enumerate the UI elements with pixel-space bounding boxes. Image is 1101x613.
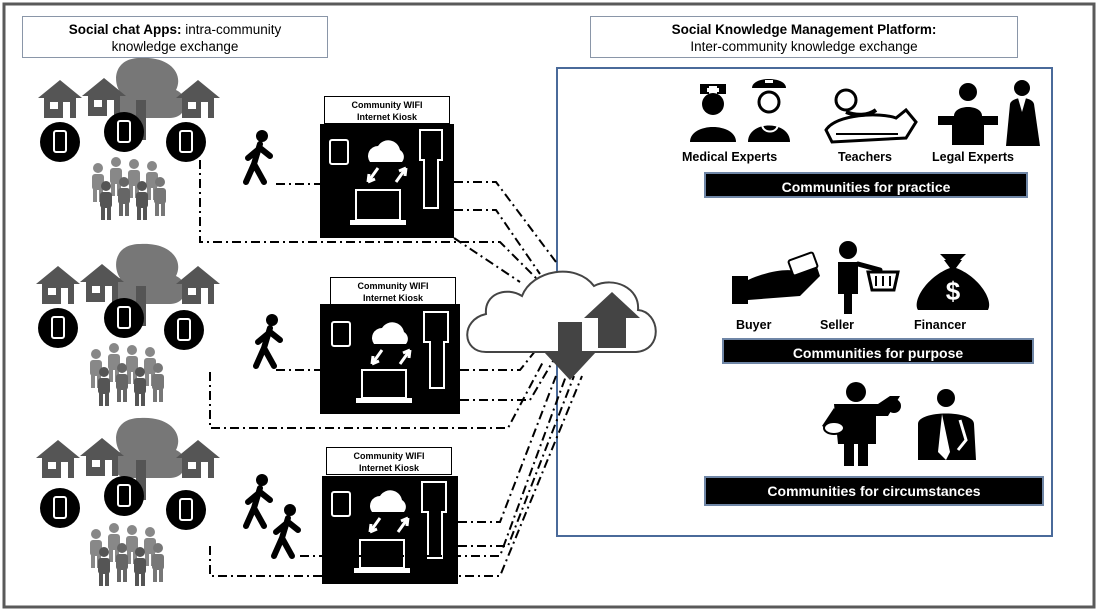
- phone-icon: [103, 297, 145, 339]
- phone-icon: [103, 475, 145, 517]
- walking-person-icon: [246, 474, 270, 526]
- tree-icon: [111, 417, 186, 500]
- cloud-icon: [368, 140, 404, 162]
- teacher-icon: [938, 83, 998, 145]
- left-header-line2: knowledge exchange: [111, 39, 239, 54]
- kiosk-icon: [421, 481, 447, 559]
- tablet-icon: [331, 491, 351, 517]
- kiosk-icon: [423, 311, 449, 389]
- people-group-icon: [90, 343, 164, 406]
- house-icon: [36, 266, 80, 304]
- label-legal-experts: Legal Experts: [932, 150, 1014, 164]
- kiosk-title-line1: Community WIFI: [353, 451, 425, 461]
- bar-communities-for-circumstances: Communities for circumstances: [704, 476, 1044, 506]
- tree-icon: [111, 57, 186, 140]
- central-cloud-icon: [466, 270, 657, 380]
- upload-arrow-icon: [584, 292, 640, 348]
- kiosk-title-1: Community WIFI Internet Kiosk: [324, 96, 450, 124]
- label-teachers: Teachers: [838, 150, 892, 164]
- right-header-line1: Social Knowledge Management Platform:: [671, 22, 937, 37]
- house-icon: [36, 440, 80, 478]
- tablet-icon: [329, 139, 349, 165]
- money-hand-icon: [732, 251, 820, 304]
- right-header-box: Social Knowledge Management Platform: In…: [590, 16, 1018, 58]
- phone-icon: [163, 309, 205, 351]
- bar-communities-for-purpose: Communities for purpose: [722, 338, 1034, 364]
- label-financer: Financer: [914, 318, 967, 332]
- download-arrow-icon: [366, 167, 380, 184]
- kiosk-icon: [419, 129, 443, 209]
- kiosk-title-line1: Community WIFI: [357, 281, 429, 291]
- kiosk-panel-2: [320, 304, 460, 414]
- phone-icon: [103, 111, 145, 153]
- kiosk-panel-3: [322, 476, 458, 584]
- phone-icon: [165, 121, 207, 163]
- kiosk-title-line2: Internet Kiosk: [356, 112, 417, 122]
- community-cluster-1: [38, 57, 220, 220]
- phone-icon: [39, 487, 81, 529]
- cloud-icon: [369, 490, 406, 512]
- community-cluster-3: [36, 417, 220, 586]
- judge-icon: [1006, 80, 1040, 146]
- house-icon: [176, 80, 220, 118]
- community-cluster-2: [36, 243, 220, 406]
- right-header-line2: Inter-community knowledge exchange: [690, 39, 918, 54]
- nurse-icon: [748, 79, 790, 142]
- left-header-box: Social chat Apps: intra-community knowle…: [22, 16, 328, 58]
- seller-icon: [838, 241, 883, 314]
- cloud-icon: [372, 322, 408, 344]
- people-group-icon: [90, 523, 164, 586]
- upload-arrow-icon: [396, 516, 410, 533]
- label-seller: Seller: [820, 318, 855, 332]
- label-medical-experts: Medical Experts: [682, 150, 778, 164]
- left-header-rest: intra-community: [181, 22, 282, 37]
- injured-person-icon: [918, 389, 976, 460]
- worker-icon: [822, 382, 901, 466]
- phone-icon: [165, 489, 207, 531]
- left-header-bold: Social chat Apps:: [68, 22, 182, 37]
- tree-icon: [111, 243, 186, 326]
- kiosk-title-line1: Community WIFI: [351, 100, 423, 110]
- house-icon: [38, 80, 82, 118]
- upload-arrow-icon: [398, 348, 412, 365]
- kiosk-title-line2: Internet Kiosk: [358, 463, 419, 473]
- dollar-sign: $: [946, 276, 961, 306]
- tablet-icon: [331, 321, 351, 347]
- download-arrow-icon: [544, 322, 596, 380]
- shopping-basket-icon: [866, 270, 900, 292]
- teacher-icon: [824, 88, 918, 144]
- kiosk-title-2: Community WIFI Internet Kiosk: [330, 277, 456, 305]
- money-bag-icon: $: [916, 254, 990, 310]
- nurse-icon: [690, 84, 736, 142]
- walking-person-icon: [246, 130, 270, 182]
- kiosk-title-3: Community WIFI Internet Kiosk: [326, 447, 452, 475]
- download-arrow-icon: [370, 349, 384, 366]
- house-icon: [176, 440, 220, 478]
- connector-lines: [199, 160, 583, 577]
- label-buyer: Buyer: [736, 318, 772, 332]
- phone-icon: [37, 307, 79, 349]
- walking-person-icon: [256, 314, 280, 366]
- bar-communities-for-practice: Communities for practice: [704, 172, 1028, 198]
- house-icon: [176, 266, 220, 304]
- walking-person-icon: [274, 504, 298, 556]
- upload-arrow-icon: [394, 166, 408, 183]
- kiosk-title-line2: Internet Kiosk: [362, 293, 423, 303]
- left-header-line1: Social chat Apps: intra-community: [23, 21, 327, 38]
- phone-icon: [39, 121, 81, 163]
- people-group-icon: [92, 157, 166, 220]
- kiosk-panel-1: [320, 124, 454, 238]
- download-arrow-icon: [368, 517, 382, 534]
